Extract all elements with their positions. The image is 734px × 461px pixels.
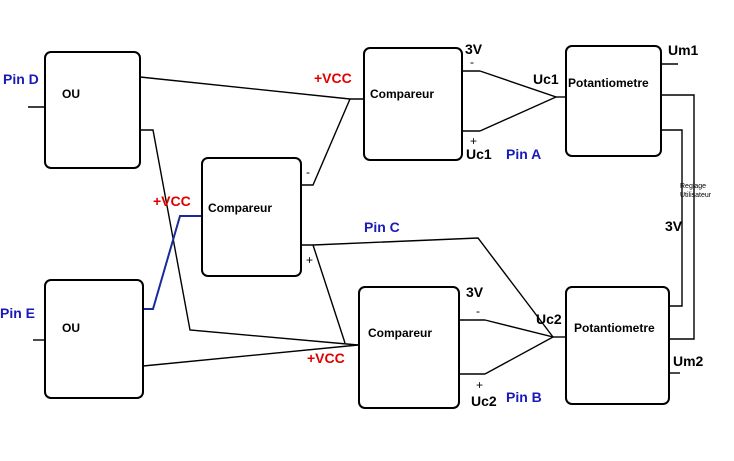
pin-d-label: Pin D	[3, 71, 39, 87]
wire-uc2-converge	[484, 319, 555, 375]
potentiometer-top-label: Potantiometre	[568, 76, 649, 90]
wires	[28, 63, 695, 375]
vcc-bottom-label: +VCC	[307, 350, 345, 366]
v3-top-label: 3V	[465, 41, 483, 57]
sign-comp-top-minus: -	[470, 55, 474, 69]
vcc-mid-label: +VCC	[153, 193, 191, 209]
wire-comp-mid-minus	[301, 98, 351, 186]
wire-ou-top-to-comp-bottom	[140, 129, 359, 346]
potentiometer-bottom-block: Potantiometre	[565, 286, 670, 405]
wire-pin-c	[312, 237, 554, 338]
potentiometer-bottom-label: Potantiometre	[574, 321, 655, 335]
pin-c-label: Pin C	[364, 219, 400, 235]
wire-ou-bottom-to-comp-mid	[143, 215, 202, 310]
sign-comp-bottom-minus: -	[476, 304, 480, 318]
v3-bottom-label: 3V	[466, 284, 484, 300]
uc1-label-bottom: Uc1	[466, 146, 492, 162]
sign-comp-mid-minus: -	[306, 165, 310, 179]
ou-bottom-block: OU	[44, 279, 144, 399]
potentiometer-top-block: Potantiometre	[565, 45, 662, 157]
um1-label: Um1	[668, 42, 699, 58]
pin-e-label: Pin E	[0, 305, 35, 321]
comparator-top-label: Compareur	[370, 87, 434, 101]
wire-user-setting-right	[661, 94, 695, 340]
sign-comp-top-plus: +	[470, 134, 477, 148]
user-setting-line2: Utilisateur	[680, 192, 712, 199]
comparator-bottom-label: Compareur	[368, 326, 432, 340]
sign-comp-bottom-plus: +	[476, 378, 483, 392]
ou-top-block: OU	[44, 51, 141, 169]
comparator-top-block: Compareur	[363, 47, 463, 161]
uc2-label-bottom: Uc2	[471, 393, 497, 409]
user-setting-line1: Reglage	[680, 183, 706, 190]
uc2-label-top: Uc2	[536, 311, 562, 327]
wire-user-setting-left	[661, 129, 683, 307]
uc1-label-top: Uc1	[533, 71, 559, 87]
comparator-middle-label: Compareur	[208, 201, 272, 215]
sign-comp-mid-plus: +	[306, 253, 313, 267]
comparator-bottom-block: Compareur	[358, 286, 460, 409]
wire-ou-bottom-to-comp-bottom	[142, 344, 359, 367]
ou-top-label: OU	[62, 87, 80, 101]
ou-bottom-label: OU	[62, 321, 80, 335]
um2-label: Um2	[673, 353, 704, 369]
vcc-top-label: +VCC	[314, 70, 352, 86]
comparator-middle-block: Compareur	[201, 157, 302, 277]
pin-b-label: Pin B	[506, 389, 542, 405]
pin-a-label: Pin A	[506, 146, 541, 162]
v3-right-label: 3V	[665, 218, 683, 234]
